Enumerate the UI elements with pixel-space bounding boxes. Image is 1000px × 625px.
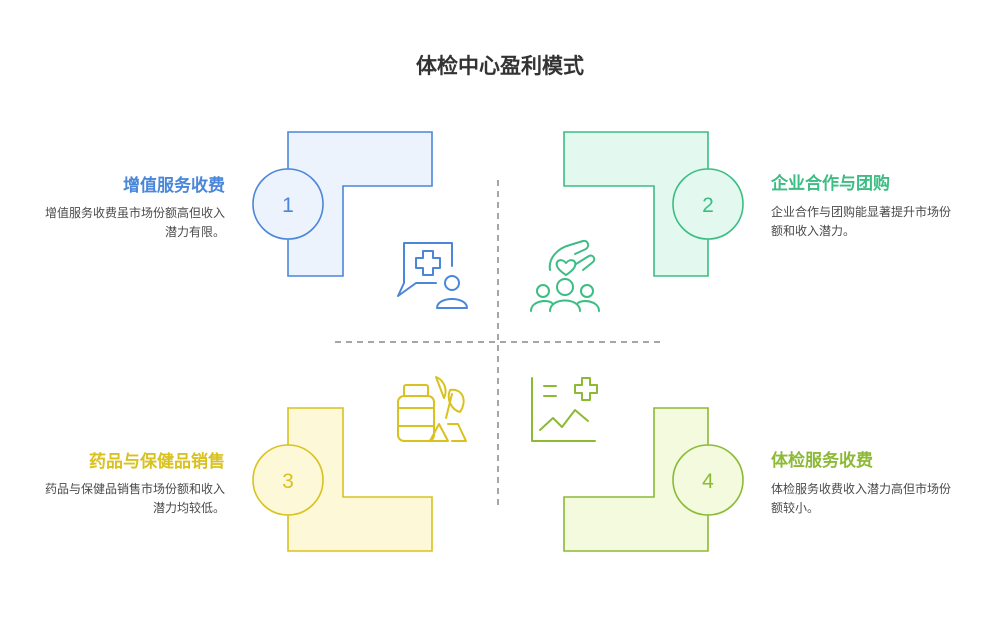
quadrant-4-title: 体检服务收费 xyxy=(771,451,873,471)
quadrant-2-shape xyxy=(563,131,709,277)
quadrant-1-description: 增值服务收费虽市场份额高但收入潜力有限。 xyxy=(44,206,225,239)
quadrant-3-shape xyxy=(287,407,433,552)
quadrant-4-number: 4 xyxy=(702,470,714,493)
quadrant-1-badge xyxy=(252,168,324,240)
medicine-bottle-icon xyxy=(397,376,467,442)
quadrant-3-number: 3 xyxy=(282,470,294,493)
quadrant-1-title: 增值服务收费 xyxy=(123,176,225,196)
quadrant-1-shape xyxy=(287,131,433,277)
quadrant-2-title: 企业合作与团购 xyxy=(771,174,890,194)
quadrant-4: 4 xyxy=(563,407,744,552)
quadrant-4-description: 体检服务收费收入潜力高但市场份额较小。 xyxy=(771,482,952,515)
medical-consult-icon xyxy=(397,242,468,309)
quadrant-2-badge xyxy=(672,168,744,240)
quadrant-2-number: 2 xyxy=(702,194,714,217)
quadrant-4-shape xyxy=(563,407,709,552)
quadrant-3: 3 xyxy=(252,407,433,552)
quadrant-3-badge xyxy=(252,444,324,516)
quadrant-1-number: 1 xyxy=(282,194,294,217)
quadrant-2: 2 xyxy=(563,131,744,277)
quadrant-3-description: 药品与保健品销售市场份额和收入潜力均较低。 xyxy=(44,482,225,515)
quadrant-3-title: 药品与保健品销售 xyxy=(89,452,225,472)
quadrant-1: 1 xyxy=(252,131,433,277)
page-title: 体检中心盈利模式 xyxy=(416,54,584,78)
quadrant-4-badge xyxy=(672,444,744,516)
growth-chart-icon xyxy=(531,377,598,442)
quadrant-2-description: 企业合作与团购能显著提升市场份额和收入潜力。 xyxy=(771,205,952,238)
team-heart-icon xyxy=(530,239,600,312)
